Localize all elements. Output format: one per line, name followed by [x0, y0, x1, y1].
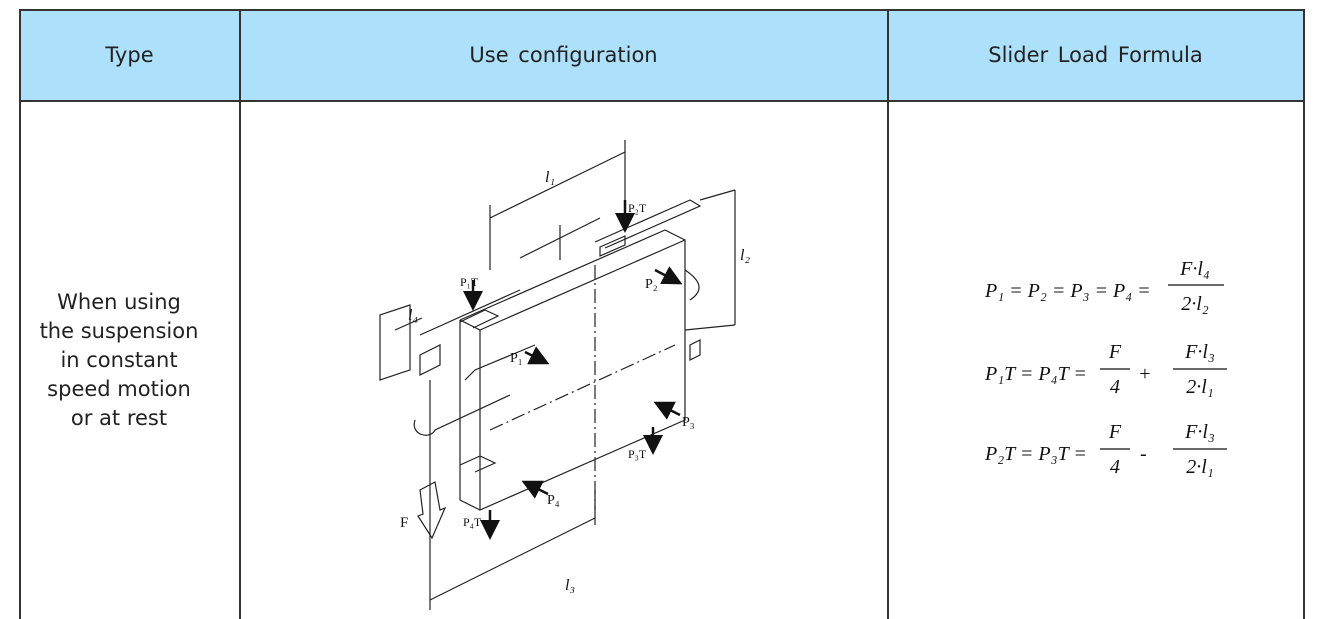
formula-1-lhs: P₁ = P₂ = P₃ = P₄ = [984, 280, 1151, 302]
label-l4: l₄ [408, 307, 418, 324]
col-divider-2 [887, 9, 889, 619]
formula-3-num2: F·l₃ [1184, 421, 1215, 443]
formula-3-num1: F [1108, 421, 1122, 443]
label-P4T: P₄T [463, 515, 482, 529]
label-F: F [400, 515, 408, 531]
header-cell-type: Type [20, 10, 239, 100]
formula-2-den1: 4 [1110, 376, 1120, 398]
formula-2-lhs: P₁T = P₄T = [984, 363, 1087, 385]
label-P2: P₂ [645, 277, 658, 292]
label-P2T: P₂T [628, 201, 647, 215]
label-P1T: P₁T [460, 275, 479, 289]
formula-2-num1: F [1108, 341, 1122, 363]
label-l1: l₁ [545, 169, 555, 186]
header-type: Type [105, 43, 154, 67]
label-P3: P₃ [682, 415, 695, 430]
formula-3-den2: 2·l₁ [1186, 456, 1214, 478]
label-l2: l₂ [740, 247, 750, 264]
formula-1-den: 2·l₂ [1181, 293, 1209, 315]
label-P1: P₁ [510, 351, 523, 366]
formula-2-op: + [1138, 363, 1152, 385]
table-top-border [20, 9, 1304, 11]
label-l3: l₃ [565, 577, 575, 594]
formula-1-num: F·l₄ [1179, 258, 1210, 280]
header-cell-config: Use configuration [240, 10, 887, 100]
type-description: When using the suspension in constant sp… [39, 290, 199, 430]
suspension-diagram: l₁ l₂ l₃ l₄ P₁ P₂ P₃ P₄ P₁T P₂T P₃T P₄T … [379, 140, 750, 610]
formula-3-den1: 4 [1110, 456, 1120, 478]
formula-2-num2: F·l₃ [1184, 341, 1215, 363]
label-P3T: P₃T [628, 447, 647, 461]
header-bottom-border [20, 100, 1304, 102]
header-formula: Slider Load Formula [988, 43, 1203, 67]
header-cell-formula: Slider Load Formula [888, 10, 1303, 100]
col-divider-1 [239, 9, 241, 619]
formula-3-lhs: P₂T = P₃T = [984, 443, 1087, 465]
formula-2-den2: 2·l₁ [1186, 376, 1214, 398]
table-right-border [1303, 9, 1305, 619]
header-config: Use configuration [469, 43, 658, 67]
label-P4: P₄ [547, 493, 560, 508]
formula-3-op: - [1140, 443, 1147, 465]
formula-block: P₁ = P₂ = P₃ = P₄ = F·l₄ 2·l₂ P₁T = P₄T … [984, 258, 1227, 478]
table-left-border [19, 9, 21, 619]
